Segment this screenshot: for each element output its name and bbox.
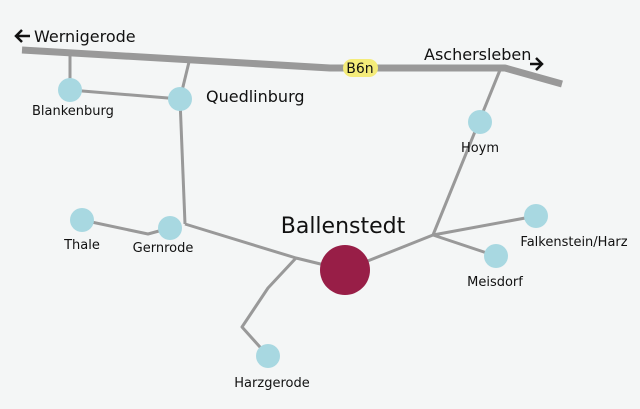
label-meisdorf: Meisdorf bbox=[467, 275, 523, 290]
town-blankenburg-marker[interactable] bbox=[58, 78, 82, 102]
town-quedlinburg-marker[interactable] bbox=[168, 87, 192, 111]
town-falkenstein-marker[interactable] bbox=[524, 204, 548, 228]
label-ballenstedt: Ballenstedt bbox=[281, 214, 406, 239]
badge-b6n: B6n bbox=[343, 59, 378, 77]
town-harzgerode-marker[interactable] bbox=[256, 344, 280, 368]
badge-background bbox=[343, 59, 378, 77]
road-blankenburg-quedlinburg bbox=[69, 88, 181, 101]
badge-label: B6n bbox=[346, 61, 373, 77]
arrow-left-icon bbox=[14, 29, 30, 43]
towns bbox=[58, 78, 548, 368]
label-falkenstein: Falkenstein/Harz bbox=[520, 235, 627, 250]
road-thale-gernrode bbox=[81, 218, 171, 236]
town-gernrode-marker[interactable] bbox=[158, 216, 182, 240]
label-gernrode: Gernrode bbox=[133, 241, 194, 256]
road-falkenstein bbox=[432, 214, 537, 237]
road-hoym bbox=[431, 69, 502, 236]
label-thale: Thale bbox=[63, 238, 100, 253]
direction-west: Wernigerode bbox=[14, 27, 136, 46]
label-harzgerode: Harzgerode bbox=[234, 376, 309, 391]
arrow-right-icon bbox=[530, 57, 544, 71]
road-quedlinburg-gernrode bbox=[178, 98, 187, 225]
label-aschersleben: Aschersleben bbox=[424, 45, 531, 64]
label-blankenburg: Blankenburg bbox=[32, 104, 114, 119]
label-quedlinburg: Quedlinburg bbox=[206, 87, 305, 106]
ballenstedt-marker[interactable] bbox=[320, 245, 370, 295]
highway-b6n bbox=[21, 46, 563, 88]
town-thale-marker[interactable] bbox=[70, 208, 94, 232]
town-hoym-marker[interactable] bbox=[468, 110, 492, 134]
town-meisdorf-marker[interactable] bbox=[484, 244, 508, 268]
roads bbox=[21, 46, 563, 358]
label-hoym: Hoym bbox=[461, 141, 499, 156]
direction-east: Aschersleben bbox=[424, 45, 544, 71]
label-wernigerode: Wernigerode bbox=[34, 27, 136, 46]
road-harzgerode bbox=[240, 256, 298, 358]
